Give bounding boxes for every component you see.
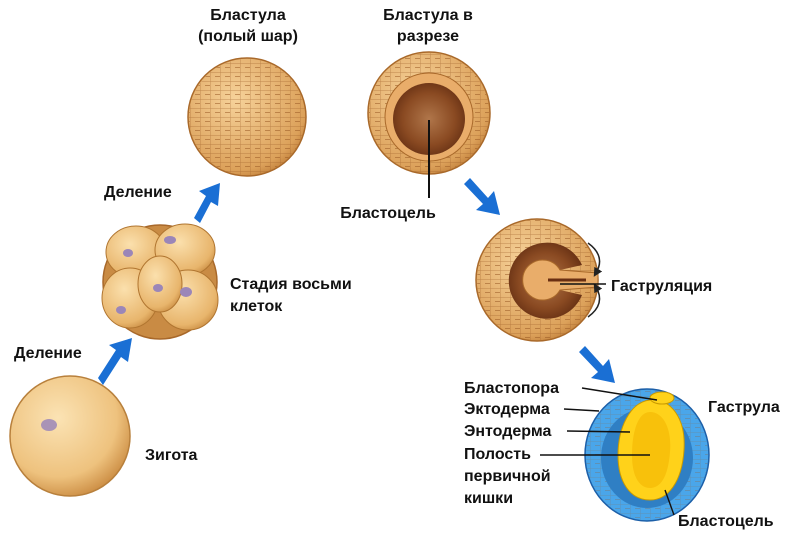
eight-cell-illustration xyxy=(101,223,219,340)
label-zygote: Зигота xyxy=(145,447,198,464)
nucleus-icon xyxy=(116,306,126,314)
arrow-to-gastrulation xyxy=(464,178,500,215)
label-blastocoel-top: Бластоцель xyxy=(340,205,436,222)
gastrulation-illustration xyxy=(475,218,606,342)
label-division-top: Деление xyxy=(104,184,172,201)
blastula-illustration xyxy=(187,57,307,177)
blastula-section-illustration xyxy=(367,51,491,198)
label-blastula-title: Бластула xyxy=(210,7,286,24)
inward-arrow-icon xyxy=(587,283,603,318)
label-blastula-section-title: Бластула в xyxy=(383,7,473,24)
label-blastopore: Бластопора xyxy=(464,380,559,397)
label-endoderm: Энтодерма xyxy=(464,423,551,440)
label-eight-cell-line1: Стадия восьми xyxy=(230,276,352,293)
label-cavity-line3: кишки xyxy=(464,490,513,507)
inward-arrow-icon xyxy=(587,242,603,277)
nucleus-icon xyxy=(41,419,57,431)
nucleus-icon xyxy=(164,236,176,244)
label-ectoderm: Эктодерма xyxy=(464,401,550,418)
label-blastula-sub: (полый шар) xyxy=(198,28,298,45)
label-cavity-line2: первичной xyxy=(464,468,551,485)
arrow-division-bottom xyxy=(98,338,132,385)
nucleus-icon xyxy=(153,284,163,292)
label-division-bottom: Деление xyxy=(14,345,82,362)
gastrula-illustration xyxy=(540,387,710,522)
label-gastrulation: Гаструляция xyxy=(611,278,712,295)
label-blastocoel-bottom: Бластоцель xyxy=(678,513,774,530)
zygote-illustration xyxy=(9,375,131,497)
label-blastula-section-sub: разрезе xyxy=(397,28,459,45)
label-cavity-line1: Полость xyxy=(464,446,531,463)
label-eight-cell-line2: клеток xyxy=(230,298,283,315)
arrow-to-gastrula xyxy=(579,346,615,383)
nucleus-icon xyxy=(180,287,192,297)
arrow-division-top xyxy=(194,183,220,223)
label-gastrula: Гаструла xyxy=(708,399,780,416)
nucleus-icon xyxy=(123,249,133,257)
